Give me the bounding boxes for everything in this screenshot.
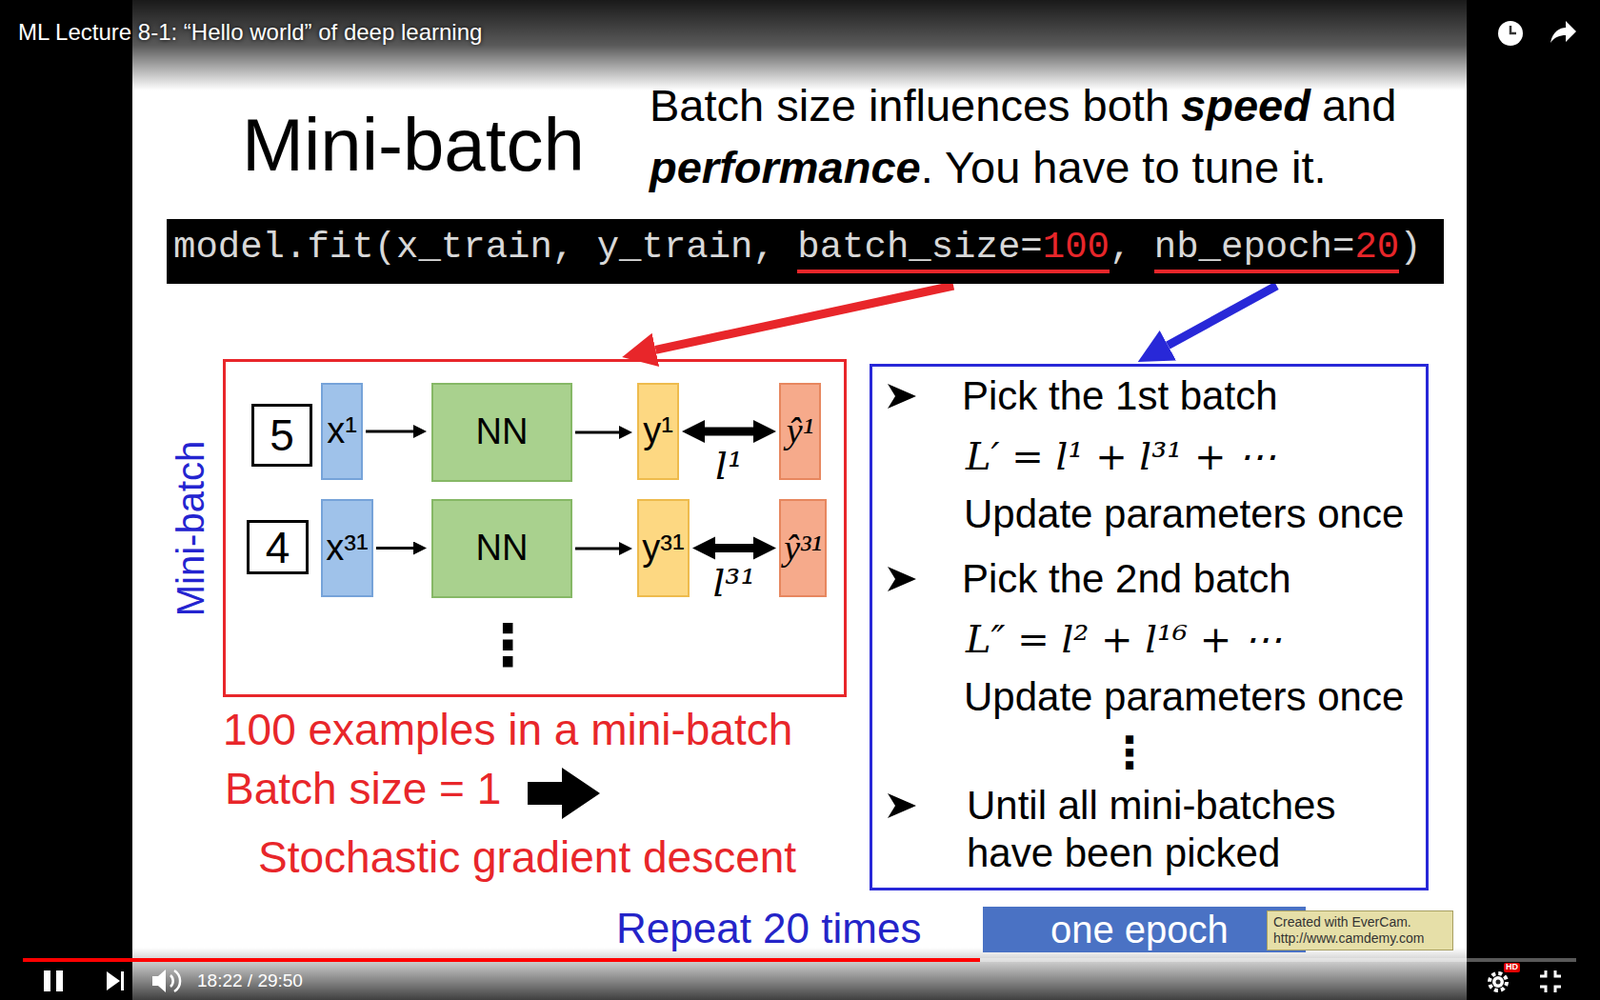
next-icon bbox=[106, 971, 120, 991]
epoch-button: one epoch bbox=[982, 906, 1306, 953]
target-vector: ŷ³¹ bbox=[779, 499, 827, 598]
progress-played bbox=[22, 958, 980, 962]
bottom-shade bbox=[0, 947, 1600, 1000]
batch-size-arrow bbox=[655, 285, 954, 350]
subtitle-text: . You have to tune it. bbox=[920, 141, 1327, 194]
slide-background bbox=[132, 0, 1467, 1000]
code-token: 100 bbox=[1042, 229, 1110, 274]
code-bar: model.fit(x_train, y_train, batch_size=10… bbox=[166, 219, 1444, 284]
box-label: x³¹ bbox=[325, 527, 368, 570]
loss-arrow bbox=[704, 427, 754, 437]
step-text: Pick the 1st batch bbox=[961, 372, 1279, 420]
digit-image: 4 bbox=[246, 520, 309, 575]
target-vector: ŷ¹ bbox=[779, 382, 821, 480]
input-vector: x¹ bbox=[320, 382, 363, 480]
box-label: y¹ bbox=[642, 410, 674, 453]
code-token: , bbox=[1109, 229, 1132, 274]
step-text: Pick the 2nd batch bbox=[961, 555, 1292, 603]
code-token: ) bbox=[1399, 229, 1421, 274]
progress-track bbox=[22, 958, 1577, 962]
code-token: 20 bbox=[1354, 229, 1400, 274]
note-text: Batch size = 1 bbox=[224, 763, 501, 815]
volume-icon bbox=[170, 975, 174, 987]
settings-icon bbox=[1489, 973, 1507, 991]
subtitle-emphasis: performance bbox=[649, 141, 921, 194]
flow-arrow bbox=[575, 431, 620, 435]
loss-formula: L′ = l¹ + l³¹ + ⋯ bbox=[965, 433, 1277, 480]
ellipsis: ⋮ bbox=[1107, 726, 1152, 780]
subtitle-text: and bbox=[1321, 80, 1397, 132]
next-icon bbox=[120, 971, 124, 991]
watch-later-icon bbox=[1510, 25, 1517, 34]
neural-network-box: NN bbox=[431, 499, 573, 599]
volume-icon bbox=[152, 969, 166, 993]
step-text: Until all mini-batches have been picked bbox=[966, 781, 1415, 879]
share-icon bbox=[1550, 20, 1577, 43]
loss-formula: L″ = l² + l¹⁶ + ⋯ bbox=[965, 616, 1282, 662]
watch-later-icon bbox=[1498, 20, 1523, 46]
box-label: NN bbox=[476, 527, 529, 570]
volume-icon bbox=[174, 970, 180, 992]
flow-arrow bbox=[365, 430, 414, 434]
top-shade bbox=[0, 0, 1600, 91]
watermark: Created with EverCam. http://www.camdemy… bbox=[1266, 910, 1454, 951]
box-label: ŷ¹ bbox=[786, 410, 814, 453]
note-text: Stochastic gradient descent bbox=[258, 832, 797, 883]
implies-arrow bbox=[527, 767, 600, 820]
settings-icon bbox=[1492, 976, 1504, 988]
loss-arrow bbox=[715, 543, 754, 553]
slide-title: Mini-batch bbox=[241, 102, 585, 189]
box-label: one epoch bbox=[1050, 907, 1229, 952]
loss-label: l¹ bbox=[712, 444, 746, 487]
loss-label: l³¹ bbox=[710, 561, 760, 604]
output-vector: y³¹ bbox=[637, 499, 690, 598]
epoch-steps-box: Pick the 1st batch L′ = l¹ + l³¹ + ⋯ Updat… bbox=[869, 363, 1429, 891]
box-label: NN bbox=[476, 411, 529, 454]
box-label: 4 bbox=[265, 525, 291, 570]
subtitle-text: Batch size influences both bbox=[649, 80, 1170, 132]
output-vector: y¹ bbox=[637, 382, 680, 480]
flow-arrow bbox=[376, 546, 414, 550]
repeat-note: Repeat 20 times bbox=[616, 904, 921, 954]
code-token: nb_epoch= bbox=[1154, 229, 1356, 274]
settings-icon bbox=[1496, 980, 1501, 985]
fullscreen-icon bbox=[1540, 970, 1561, 993]
code-token: model.fit(x_train, y_train, bbox=[173, 229, 776, 274]
ellipsis: ⋮ bbox=[479, 612, 537, 679]
hd-badge: HD bbox=[1503, 962, 1520, 973]
bullet-arrow bbox=[887, 793, 917, 819]
box-label: x¹ bbox=[326, 410, 358, 453]
box-label: y³¹ bbox=[641, 527, 684, 570]
step-text: Update parameters once bbox=[963, 673, 1404, 721]
box-label: 5 bbox=[269, 413, 295, 458]
step-text: Update parameters once bbox=[963, 490, 1404, 539]
subtitle-emphasis: speed bbox=[1180, 80, 1311, 132]
box-label: ŷ³¹ bbox=[783, 527, 822, 570]
time-display: 18:22 / 29:50 bbox=[197, 970, 303, 992]
pause-icon bbox=[56, 970, 63, 992]
epoch-arrow bbox=[1167, 285, 1277, 346]
flow-arrow bbox=[575, 547, 620, 551]
digit-image: 5 bbox=[251, 403, 313, 467]
bullet-arrow bbox=[887, 383, 917, 409]
vertical-heading: Mini-batch bbox=[168, 440, 213, 618]
note-text: 100 examples in a mini-batch bbox=[222, 704, 793, 756]
code-token: batch_size= bbox=[797, 229, 1042, 274]
bullet-arrow bbox=[887, 566, 917, 592]
video-title: ML Lecture 8-1: “Hello world” of deep le… bbox=[18, 19, 482, 46]
input-vector: x³¹ bbox=[320, 499, 374, 598]
neural-network-box: NN bbox=[431, 382, 573, 482]
pause-icon bbox=[43, 970, 51, 992]
